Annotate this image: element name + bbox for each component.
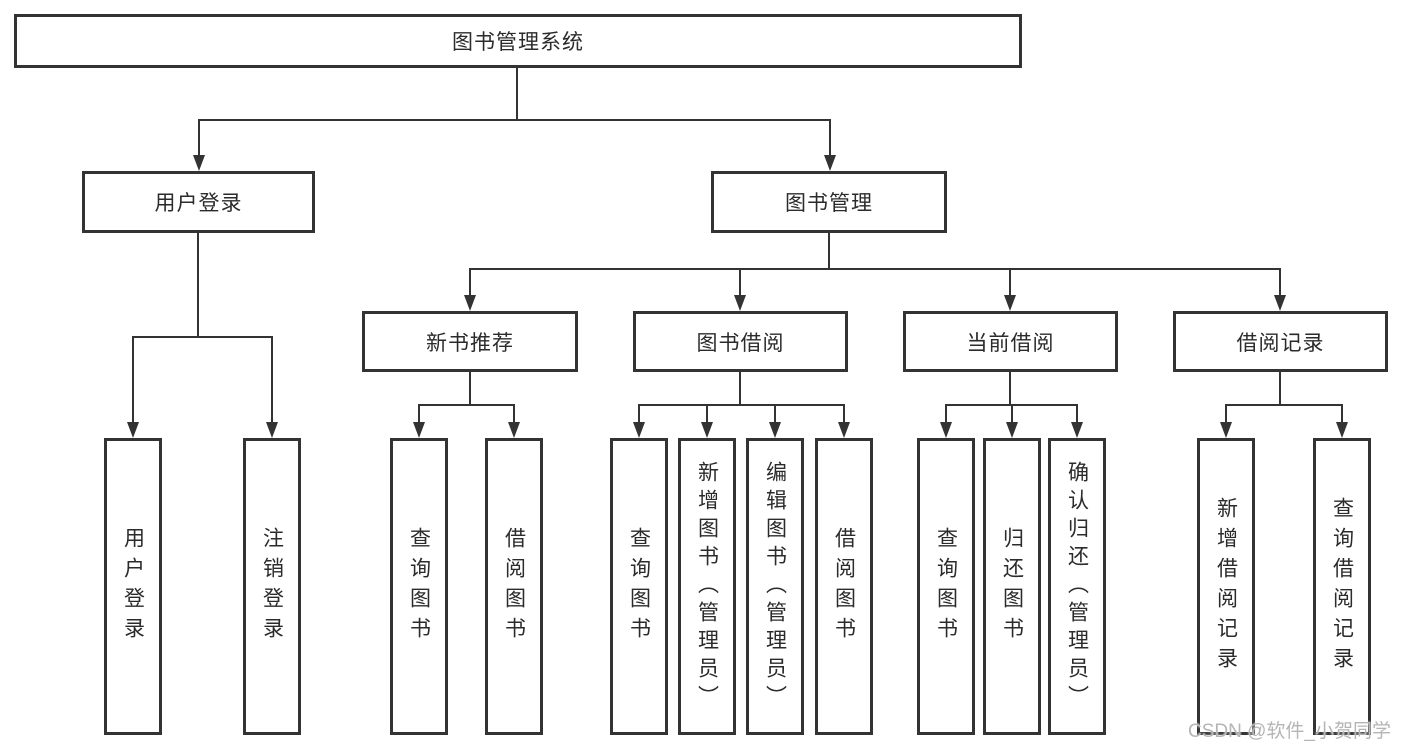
node-user-login-label: 用户登录 bbox=[154, 192, 243, 215]
arrow-down-icon bbox=[838, 422, 850, 438]
connector-bookmgmt-branch bbox=[470, 268, 1280, 270]
connector-borrow-drop-1 bbox=[638, 404, 640, 424]
node-new-book-recommend: 新书推荐 bbox=[362, 311, 578, 372]
node-leaf-borrow-books-recommend-label: 借阅图书 bbox=[502, 526, 526, 647]
connector-records-stem bbox=[1279, 372, 1281, 405]
arrow-down-icon bbox=[734, 295, 746, 311]
node-leaf-query-books-current: 查询图书 bbox=[917, 438, 975, 735]
connector-userlogin-drop-1 bbox=[132, 336, 134, 424]
arrow-down-icon bbox=[769, 422, 781, 438]
arrow-down-icon bbox=[1004, 295, 1016, 311]
connector-userlogin-stem bbox=[197, 233, 199, 336]
node-leaf-confirm-return-admin-label: 确认归还（管理员） bbox=[1065, 460, 1089, 713]
arrow-down-icon bbox=[1071, 422, 1083, 438]
arrow-down-icon bbox=[940, 422, 952, 438]
node-leaf-edit-books-admin-label: 编辑图书（管理员） bbox=[763, 460, 787, 713]
connector-records-drop-2 bbox=[1341, 404, 1343, 424]
node-leaf-query-books-recommend-label: 查询图书 bbox=[407, 526, 431, 647]
node-leaf-logout: 注销登录 bbox=[243, 438, 301, 735]
arrow-down-icon bbox=[1220, 422, 1232, 438]
csdn-watermark: CSDN @软件_小贺同学 bbox=[1188, 721, 1391, 742]
arrow-down-icon bbox=[193, 155, 205, 171]
node-leaf-add-borrow-record-label: 新增借阅记录 bbox=[1214, 496, 1238, 677]
connector-bookmgmt-stem bbox=[828, 233, 830, 269]
connector-borrow-drop-3 bbox=[774, 404, 776, 424]
connector-root-branch bbox=[198, 119, 831, 121]
connector-recommend-drop-2 bbox=[513, 404, 515, 424]
node-user-login: 用户登录 bbox=[82, 171, 315, 233]
node-root-label: 图书管理系统 bbox=[452, 31, 584, 54]
node-borrow-records: 借阅记录 bbox=[1173, 311, 1388, 372]
connector-recommend-stem bbox=[469, 372, 471, 405]
node-leaf-borrow-books-borrow-label: 借阅图书 bbox=[832, 526, 856, 647]
connector-borrow-drop-2 bbox=[706, 404, 708, 424]
node-leaf-query-books-current-label: 查询图书 bbox=[934, 526, 958, 647]
connector-root-drop-left bbox=[198, 119, 200, 156]
node-current-borrow-label: 当前借阅 bbox=[966, 331, 1055, 355]
connector-bookmgmt-drop-1 bbox=[469, 268, 471, 297]
arrow-down-icon bbox=[824, 155, 836, 171]
node-leaf-user-login-label: 用户登录 bbox=[121, 526, 145, 647]
node-leaf-logout-label: 注销登录 bbox=[260, 526, 284, 647]
arrow-down-icon bbox=[1274, 295, 1286, 311]
node-leaf-add-books-admin: 新增图书（管理员） bbox=[678, 438, 736, 735]
connector-records-drop-1 bbox=[1225, 404, 1227, 424]
node-leaf-query-books-recommend: 查询图书 bbox=[390, 438, 448, 735]
node-leaf-query-books-borrow-label: 查询图书 bbox=[627, 526, 651, 647]
node-leaf-return-books-label: 归还图书 bbox=[1000, 526, 1024, 647]
connector-bookmgmt-drop-4 bbox=[1279, 268, 1281, 297]
arrow-down-icon bbox=[508, 422, 520, 438]
node-leaf-query-books-borrow: 查询图书 bbox=[610, 438, 668, 735]
node-leaf-query-borrow-record-label: 查询借阅记录 bbox=[1330, 496, 1354, 677]
connector-bookmgmt-drop-3 bbox=[1009, 268, 1011, 297]
node-leaf-borrow-books-recommend: 借阅图书 bbox=[485, 438, 543, 735]
arrow-down-icon bbox=[266, 422, 278, 438]
arrow-down-icon bbox=[1006, 422, 1018, 438]
connector-records-branch bbox=[1225, 404, 1343, 406]
arrow-down-icon bbox=[633, 422, 645, 438]
connector-borrow-branch bbox=[638, 404, 845, 406]
node-book-management-label: 图书管理 bbox=[785, 192, 873, 215]
connector-recommend-branch bbox=[419, 404, 515, 406]
node-leaf-user-login: 用户登录 bbox=[104, 438, 162, 735]
connector-current-drop-3 bbox=[1076, 404, 1078, 424]
node-leaf-return-books: 归还图书 bbox=[983, 438, 1041, 735]
node-leaf-add-borrow-record: 新增借阅记录 bbox=[1197, 438, 1255, 735]
connector-root-drop-right bbox=[829, 119, 831, 156]
node-leaf-query-borrow-record: 查询借阅记录 bbox=[1313, 438, 1371, 735]
arrow-down-icon bbox=[701, 422, 713, 438]
connector-borrow-stem bbox=[739, 372, 741, 405]
connector-userlogin-drop-2 bbox=[271, 336, 273, 424]
node-book-management: 图书管理 bbox=[711, 171, 947, 233]
arrow-down-icon bbox=[413, 422, 425, 438]
connector-userlogin-branch bbox=[133, 336, 273, 338]
arrow-down-icon bbox=[464, 295, 476, 311]
node-current-borrow: 当前借阅 bbox=[903, 311, 1118, 372]
node-root: 图书管理系统 bbox=[14, 14, 1022, 68]
connector-current-drop-1 bbox=[945, 404, 947, 424]
connector-borrow-drop-4 bbox=[843, 404, 845, 424]
node-book-borrow: 图书借阅 bbox=[633, 311, 848, 372]
node-leaf-add-books-admin-label: 新增图书（管理员） bbox=[695, 460, 719, 713]
connector-bookmgmt-drop-2 bbox=[739, 268, 741, 297]
node-book-borrow-label: 图书借阅 bbox=[696, 331, 785, 355]
connector-current-stem bbox=[1009, 372, 1011, 405]
node-leaf-confirm-return-admin: 确认归还（管理员） bbox=[1048, 438, 1106, 735]
connector-current-drop-2 bbox=[1011, 404, 1013, 424]
node-leaf-borrow-books-borrow: 借阅图书 bbox=[815, 438, 873, 735]
node-borrow-records-label: 借阅记录 bbox=[1236, 331, 1325, 355]
arrow-down-icon bbox=[1336, 422, 1348, 438]
node-leaf-edit-books-admin: 编辑图书（管理员） bbox=[746, 438, 804, 735]
connector-recommend-drop-1 bbox=[418, 404, 420, 424]
node-new-book-recommend-label: 新书推荐 bbox=[426, 331, 514, 355]
connector-root-stem bbox=[516, 68, 518, 119]
arrow-down-icon bbox=[127, 422, 139, 438]
